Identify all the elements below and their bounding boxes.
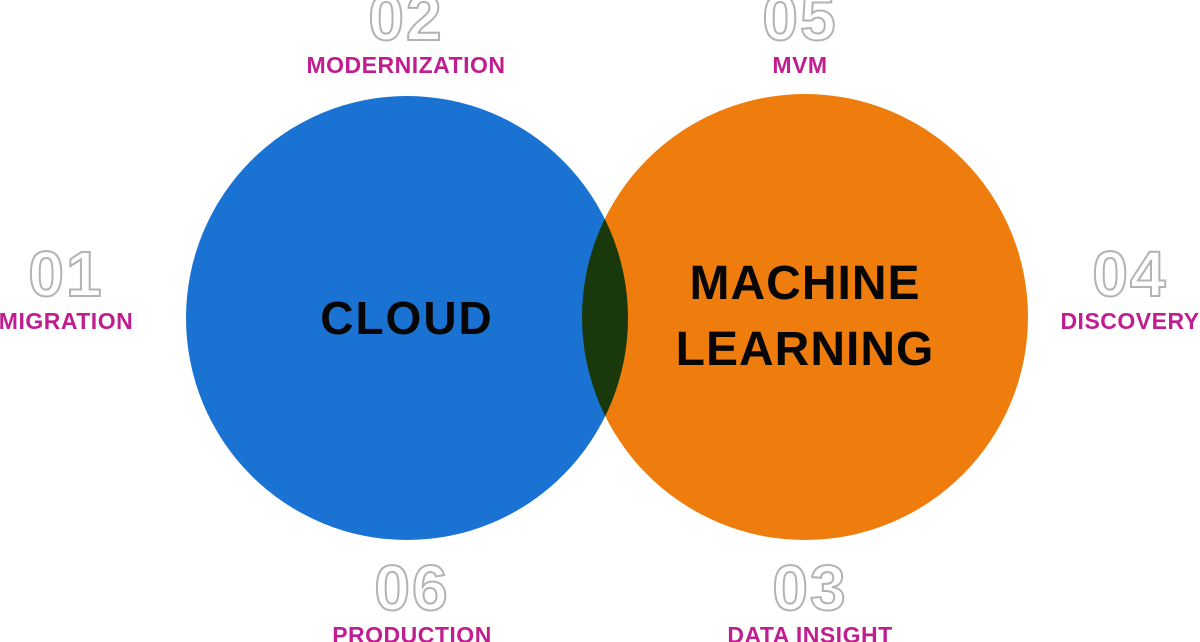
step-label-discovery: DISCOVERY [1060,308,1200,334]
step-label-production: PRODUCTION [332,622,492,642]
step-number-04: 04 [1091,238,1168,310]
step-data-insight: 03 DATA INSIGHT [660,552,960,642]
cloud-label: CLOUD [186,96,628,540]
machine-learning-label-line2: LEARNING [675,323,935,376]
step-label-mvm: MVM [772,52,828,78]
step-number-01: 01 [27,238,104,310]
step-label-modernization: MODERNIZATION [306,52,506,78]
step-number-05: 05 [761,0,838,54]
step-discovery: 04 DISCOVERY [980,238,1200,334]
step-production: 06 PRODUCTION [262,552,562,642]
step-mvm: 05 MVM [650,0,950,77]
step-label-data-insight: DATA INSIGHT [727,622,893,642]
machine-learning-circle [582,94,1028,540]
cloud-circle [186,96,628,540]
cloud-label-text: CLOUD [320,292,494,344]
step-label-migration: MIGRATION [0,308,134,334]
step-modernization: 02 MODERNIZATION [256,0,556,77]
machine-learning-label-line1: MACHINE [689,257,921,310]
step-number-03: 03 [771,552,848,624]
step-number-02: 02 [367,0,444,54]
step-number-06: 06 [373,552,450,624]
step-migration: 01 MIGRATION [0,238,216,334]
machine-learning-label: MACHINE LEARNING [582,94,1028,540]
